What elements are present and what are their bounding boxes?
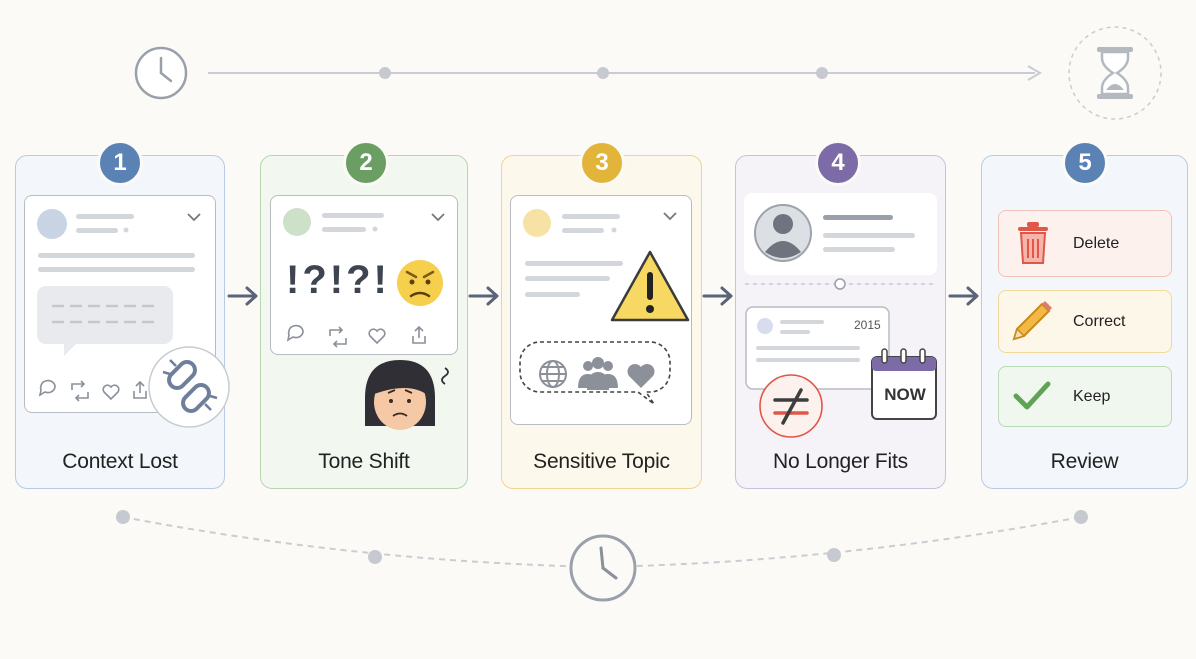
step-badge-1: 1 <box>97 140 143 186</box>
step-label-sensitive-topic: Sensitive Topic <box>533 450 670 473</box>
chevron-down-icon <box>431 213 445 222</box>
bottom-timeline <box>116 510 1088 602</box>
keep-label: Keep <box>1073 388 1111 405</box>
retweet-icon <box>71 380 89 402</box>
step-label-review: Review <box>1050 450 1119 473</box>
broken-link-icon <box>148 346 230 428</box>
arrow-right-icon <box>948 286 979 306</box>
trash-icon <box>1018 222 1048 264</box>
arrow-right-icon <box>702 286 733 306</box>
profile-and-old-post <box>744 193 937 438</box>
calendar-now-label: NOW <box>884 385 926 404</box>
speech-bubble <box>37 286 173 356</box>
reply-icon <box>286 324 304 342</box>
step-label-context-lost: Context Lost <box>62 450 178 473</box>
step-label-no-longer-fits: No Longer Fits <box>773 450 908 473</box>
timeline-arrowhead <box>1027 65 1042 81</box>
reply-icon <box>38 379 56 397</box>
correct-label: Correct <box>1073 313 1126 330</box>
step-badge-5: 5 <box>1062 140 1108 186</box>
globe-icon <box>539 360 567 388</box>
arrow-right-icon <box>468 286 499 306</box>
timeline-dot <box>816 67 828 79</box>
chevron-down-icon <box>663 212 677 221</box>
review-icons <box>1012 222 1052 410</box>
avatar <box>37 209 67 239</box>
not-equal-icon <box>759 374 823 438</box>
share-icon <box>133 380 147 399</box>
step-badge-4: 4 <box>815 140 861 186</box>
angry-face-icon <box>397 260 443 306</box>
user-avatar <box>754 204 812 262</box>
avatar <box>283 208 311 236</box>
worried-person-icon <box>365 360 449 430</box>
clock-icon <box>134 46 188 100</box>
punctuation-outburst: !?!?! <box>286 258 390 302</box>
retweet-icon <box>329 326 347 348</box>
post-card-content <box>519 209 690 405</box>
keep-option[interactable] <box>998 366 1172 427</box>
post-card-content <box>37 209 230 428</box>
share-icon <box>412 325 426 344</box>
warning-icon <box>610 250 690 322</box>
delete-label: Delete <box>1073 235 1120 252</box>
post-year: 2015 <box>854 318 881 332</box>
check-icon <box>1013 381 1051 410</box>
avatar <box>523 209 551 237</box>
post-card-content <box>283 208 449 430</box>
step-badge-2: 2 <box>343 140 389 186</box>
people-icon <box>578 357 618 390</box>
step-label-tone-shift: Tone Shift <box>318 450 410 473</box>
calendar-icon <box>871 348 937 420</box>
flow-arrows <box>227 286 979 306</box>
timeline-dot <box>379 67 391 79</box>
heart-icon <box>368 328 386 345</box>
clock-icon <box>569 534 637 602</box>
heart-icon <box>102 384 120 401</box>
top-timeline <box>134 26 1162 120</box>
chevron-down-icon <box>187 213 201 222</box>
timeline-dot <box>597 67 609 79</box>
step-badge-3: 3 <box>579 140 625 186</box>
pencil-icon <box>1012 301 1052 341</box>
dashed-arc <box>122 516 1082 569</box>
heart-icon <box>627 364 655 388</box>
arrow-right-icon <box>227 286 258 306</box>
hourglass-icon <box>1068 26 1162 120</box>
